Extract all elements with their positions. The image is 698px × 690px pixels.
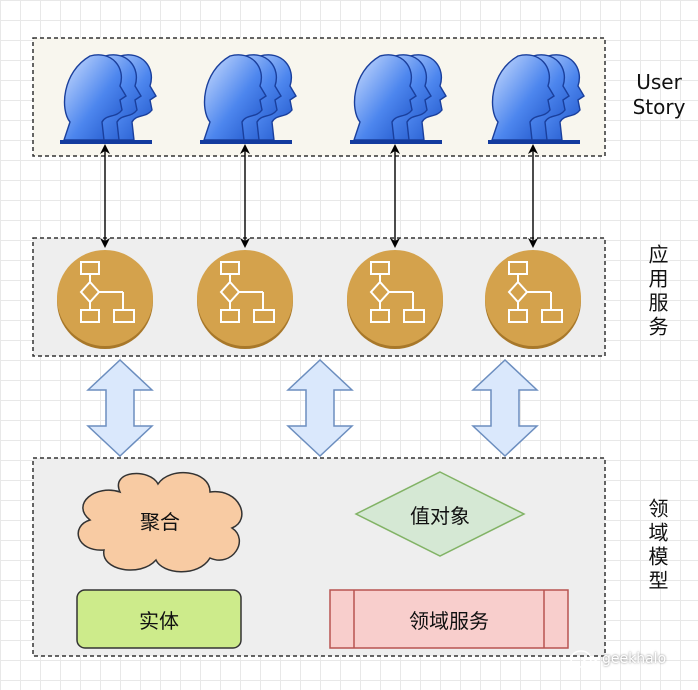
- user-group-icon: [488, 54, 585, 144]
- app-service-label: 应用服务: [645, 244, 669, 340]
- aggregate-label: 聚合: [140, 509, 180, 534]
- user-group-icon: [60, 54, 157, 144]
- domain-model-label: 领域模型: [645, 498, 669, 594]
- double-block-arrow: [286, 358, 354, 458]
- flowchart-icon: [347, 250, 443, 349]
- value-object-diamond[interactable]: [354, 471, 526, 557]
- user-story-label: User Story: [632, 70, 686, 119]
- flowchart-icon: [485, 250, 581, 349]
- entity-box[interactable]: [76, 589, 242, 649]
- domain-service-label: 领域服务: [409, 608, 489, 633]
- user-group-icon: [200, 54, 297, 144]
- double-block-arrow: [471, 358, 539, 458]
- wechat-icon: [570, 650, 599, 673]
- entity-label: 实体: [139, 608, 179, 633]
- aggregate-cloud[interactable]: [77, 471, 243, 573]
- flowchart-icon: [57, 250, 153, 349]
- user-group-icon: [350, 54, 447, 144]
- domain-service-box[interactable]: [329, 589, 569, 649]
- watermark-text: geekhalo: [602, 651, 667, 667]
- flowchart-icon: [197, 250, 293, 349]
- value-object-label: 值对象: [410, 503, 470, 528]
- double-block-arrow: [86, 358, 154, 458]
